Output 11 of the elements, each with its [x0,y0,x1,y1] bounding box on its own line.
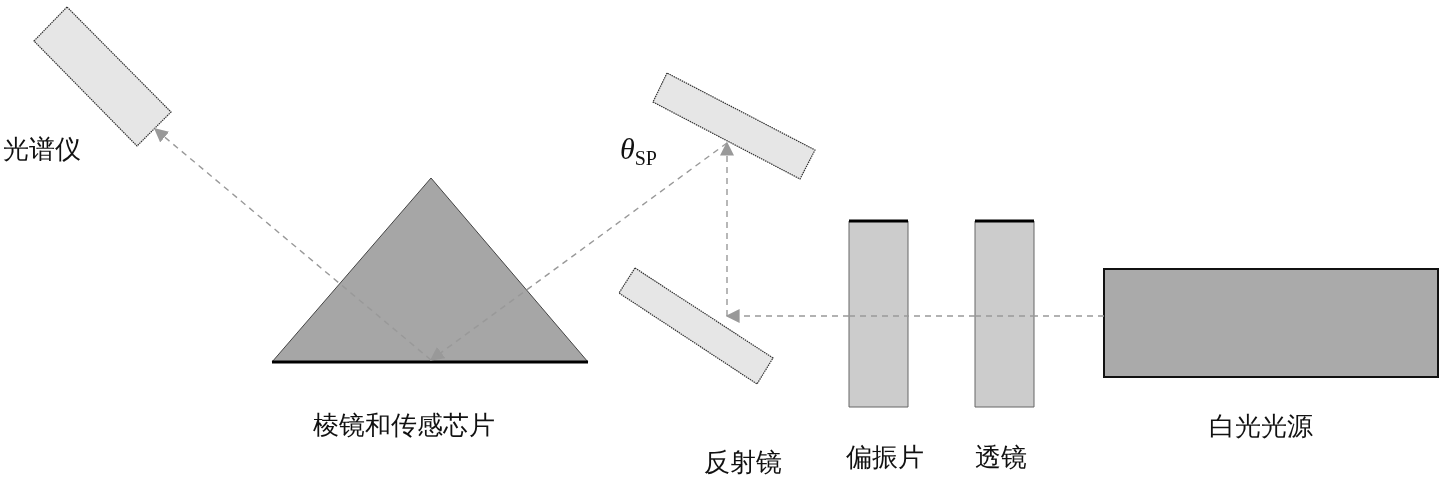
light-path-arrow [429,142,728,361]
angle-label: θ$_{SP}$ [620,132,657,170]
component-label: 白光光源 [1209,411,1313,443]
component-label: 偏振片 [846,442,924,474]
component-label: 棱镜和传感芯片 [313,410,495,442]
light-path-arrow [720,141,734,317]
component-label: 透镜 [975,442,1027,474]
component-label: 反射镜 [704,447,782,479]
light-path-arrow [153,128,432,361]
light-path-arrow [725,309,850,323]
component-label: 光谱仪 [3,134,81,166]
